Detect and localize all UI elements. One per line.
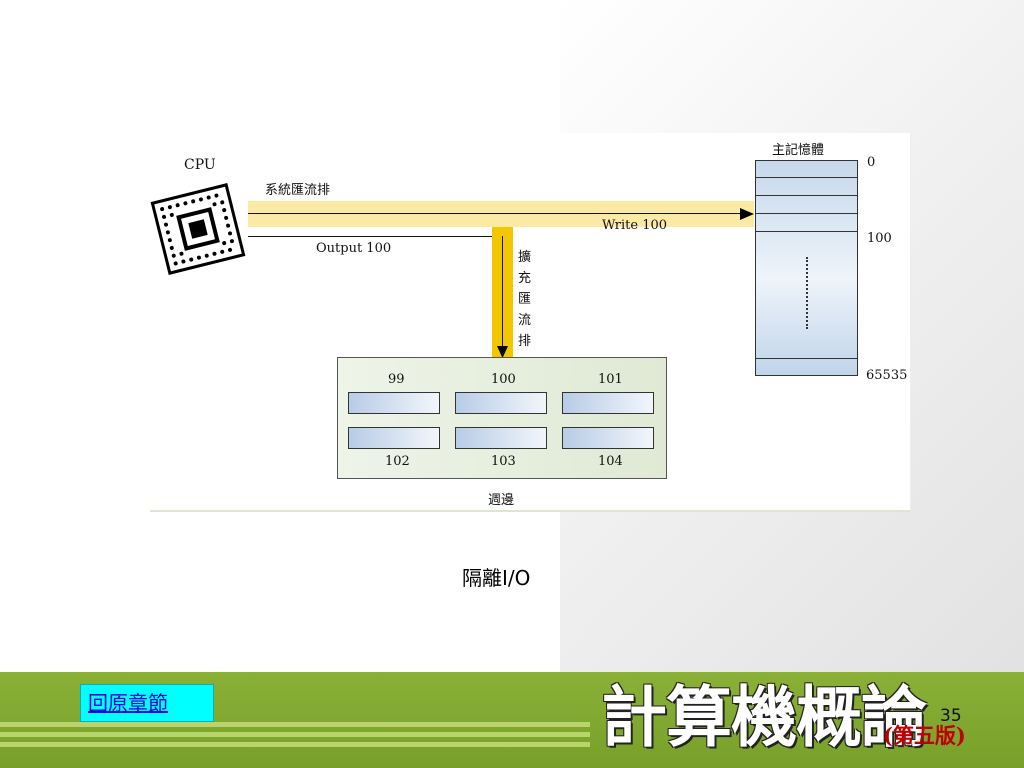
memory-title: 主記憶體 bbox=[772, 143, 825, 158]
io-port bbox=[455, 392, 547, 414]
expansion-bus-label-4: 流 bbox=[518, 313, 532, 328]
expansion-bus-label-1: 擴 bbox=[518, 250, 532, 265]
port-label: 102 bbox=[385, 454, 410, 469]
slide-caption: 隔離I/O bbox=[462, 566, 531, 590]
io-port bbox=[348, 427, 440, 449]
port-label: 104 bbox=[598, 454, 623, 469]
write-arrow-line bbox=[248, 213, 744, 214]
memory-row-divider bbox=[756, 358, 857, 359]
memory-address-mid: 100 bbox=[867, 231, 892, 246]
cpu-label: CPU bbox=[184, 157, 216, 173]
main-memory bbox=[755, 160, 858, 376]
system-bus bbox=[248, 201, 754, 227]
memory-row-divider bbox=[756, 195, 857, 196]
footer-stripe bbox=[0, 722, 590, 727]
footer-stripe bbox=[0, 742, 590, 747]
book-edition: (第五版) bbox=[883, 723, 966, 748]
memory-row-divider bbox=[756, 231, 857, 232]
port-label: 101 bbox=[598, 372, 623, 387]
footer-stripe bbox=[0, 732, 590, 737]
output-line-horizontal bbox=[248, 236, 503, 237]
book-title: 計算機概論 bbox=[601, 679, 927, 756]
expansion-bus-label-5: 排 bbox=[518, 334, 532, 349]
memory-row-divider bbox=[756, 213, 857, 214]
expansion-bus-label-2: 充 bbox=[518, 271, 532, 286]
memory-address-start: 0 bbox=[867, 155, 876, 170]
port-label: 99 bbox=[388, 372, 405, 387]
output-label: Output 100 bbox=[316, 241, 392, 256]
port-label: 100 bbox=[491, 372, 516, 387]
peripheral-device: 99 100 101 102 103 104 bbox=[337, 357, 667, 479]
memory-row-divider bbox=[756, 177, 857, 178]
output-arrow-head-icon bbox=[497, 346, 508, 358]
output-line-vertical bbox=[502, 236, 503, 348]
memory-ellipsis bbox=[806, 257, 808, 329]
system-bus-label: 系統匯流排 bbox=[265, 183, 331, 198]
io-port bbox=[562, 392, 654, 414]
page-number: 35 bbox=[940, 706, 962, 726]
expansion-bus-label-3: 匯 bbox=[518, 292, 532, 307]
write-arrow-head-icon bbox=[740, 208, 754, 220]
write-label: Write 100 bbox=[602, 218, 668, 233]
io-port bbox=[562, 427, 654, 449]
peripheral-title: 週邊 bbox=[488, 493, 515, 508]
cpu-chip-icon bbox=[150, 183, 246, 275]
io-port bbox=[455, 427, 547, 449]
back-to-chapter-link[interactable]: 回原章節 bbox=[80, 684, 214, 722]
io-port bbox=[348, 392, 440, 414]
port-label: 103 bbox=[491, 454, 516, 469]
memory-address-end: 65535 bbox=[866, 368, 908, 383]
